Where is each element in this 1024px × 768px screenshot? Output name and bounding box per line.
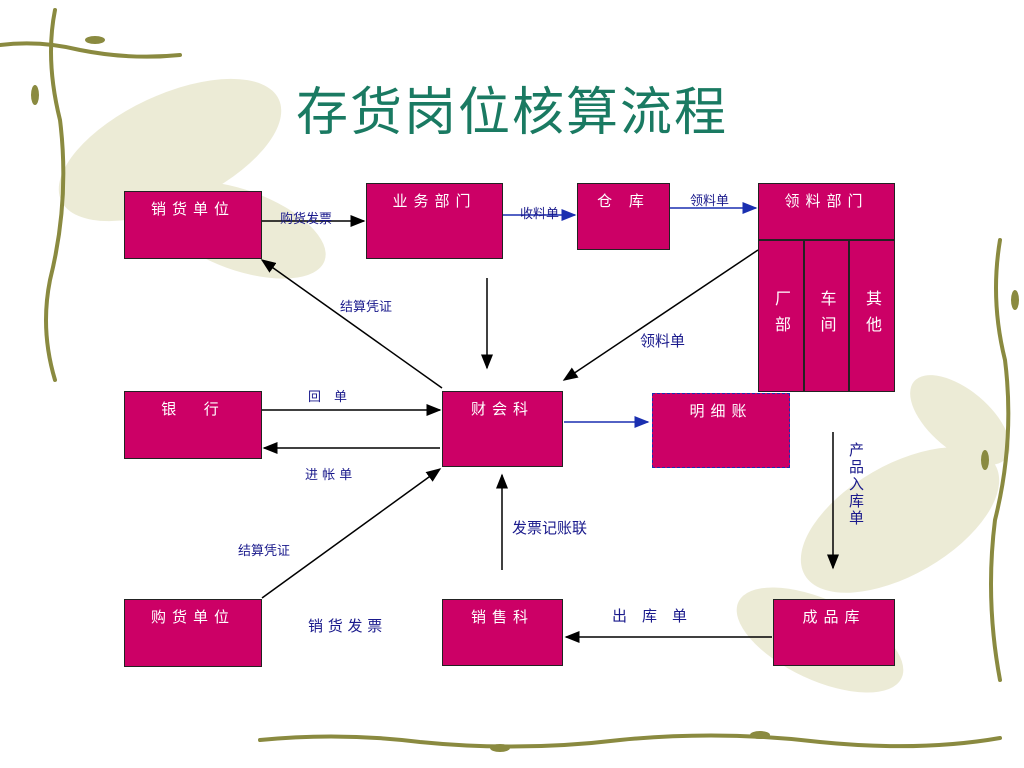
node-warehouse: 仓 库 bbox=[577, 183, 670, 250]
node-workshop-label: 车间 bbox=[817, 290, 837, 342]
node-finance-dept: 财会科 bbox=[442, 391, 563, 467]
node-business-dept: 业务部门 bbox=[366, 183, 503, 259]
node-sales-unit: 销货单位 bbox=[124, 191, 262, 259]
node-other: 其他 bbox=[849, 240, 895, 392]
node-factory-dept-label: 厂部 bbox=[772, 290, 791, 342]
edge-label-outbound-slip: 出 库 单 bbox=[612, 607, 688, 625]
node-workshop: 车间 bbox=[804, 240, 849, 392]
node-factory-dept: 厂部 bbox=[758, 240, 804, 392]
arrow-material-to-finance bbox=[562, 249, 759, 381]
edge-label-return-slip: 回 单 bbox=[308, 390, 348, 405]
node-finished-goods: 成品库 bbox=[773, 599, 895, 666]
page-title: 存货岗位核算流程 bbox=[295, 83, 728, 143]
node-bank: 银 行 bbox=[124, 391, 262, 459]
arrow-purchase-to-finance bbox=[261, 468, 442, 599]
edge-label-invoice-record-copy: 发票记账联 bbox=[512, 519, 588, 537]
edge-label-deposit-slip: 进 帐 单 bbox=[305, 468, 353, 483]
edge-label-purchase-invoice: 购货发票 bbox=[280, 212, 333, 227]
node-other-label: 其他 bbox=[863, 290, 882, 342]
node-detail-ledger: 明细账 bbox=[652, 393, 790, 468]
edge-label-settlement-voucher-bottom: 结算凭证 bbox=[238, 544, 291, 559]
arrow-finance-to-sales-unit bbox=[260, 259, 443, 389]
edge-label-material-slip-mid: 领料单 bbox=[640, 332, 686, 350]
node-material-dept: 领料部门 bbox=[758, 183, 895, 240]
node-sales-dept: 销售科 bbox=[442, 599, 563, 666]
node-purchase-unit: 购货单位 bbox=[124, 599, 262, 667]
edge-label-material-slip-top: 领料单 bbox=[690, 194, 730, 209]
edge-label-sales-invoice: 销 货 发 票 bbox=[308, 617, 383, 635]
edge-label-receipt-slip: 收料单 bbox=[520, 207, 560, 222]
edge-label-settlement-voucher-top: 结算凭证 bbox=[340, 300, 393, 315]
edge-label-product-inbound-slip: 产品入库单 bbox=[847, 442, 865, 527]
